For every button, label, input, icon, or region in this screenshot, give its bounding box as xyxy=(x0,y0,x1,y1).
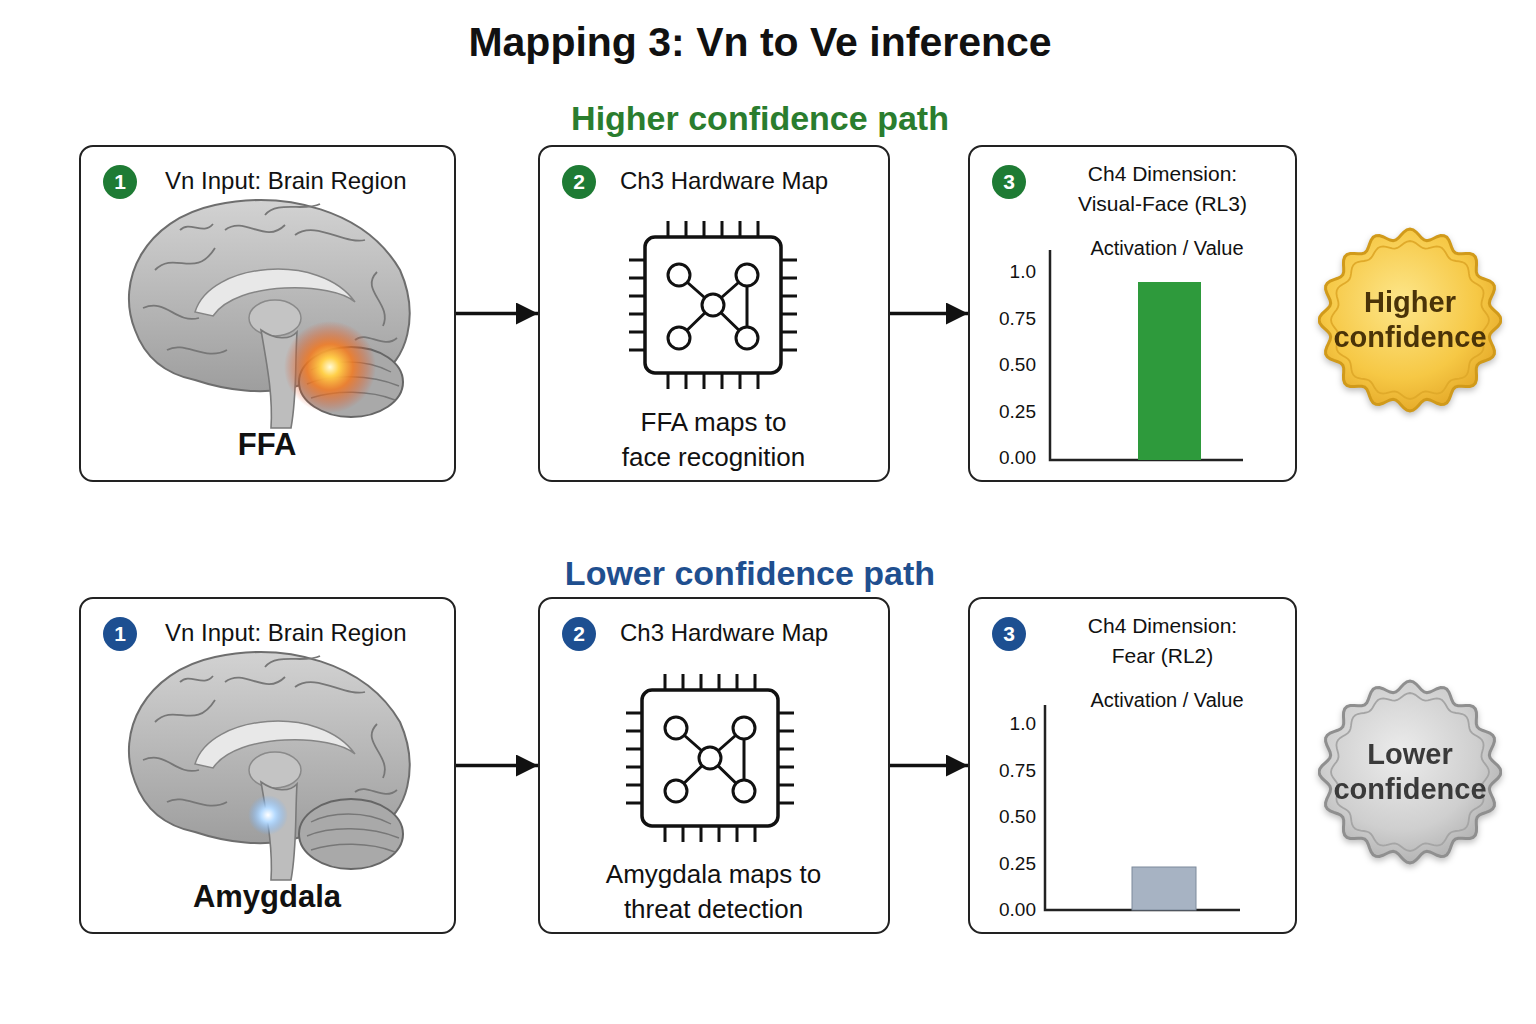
region-name: FFA xyxy=(81,426,453,463)
tick-label: 0.75 xyxy=(978,307,1036,330)
seal-outline xyxy=(1319,229,1501,411)
step-number: 3 xyxy=(992,165,1026,199)
amygdala-glow xyxy=(248,795,288,835)
box-heading: Ch3 Hardware Map xyxy=(620,166,882,195)
axis-title: Activation / Value xyxy=(1042,688,1292,712)
step-badge: 2 xyxy=(562,617,596,651)
mapping-description: FFA maps to face recognition xyxy=(614,405,814,475)
brain-illustration xyxy=(129,200,410,428)
tick-label: 0.50 xyxy=(978,353,1036,376)
step-number: 2 xyxy=(562,617,596,651)
flow-arrow xyxy=(890,764,968,768)
seal-shape xyxy=(1318,677,1502,867)
path-heading: Lower confidence path xyxy=(250,552,1250,594)
tick-label: 0.25 xyxy=(978,852,1036,875)
box-heading: Ch4 Dimension: Visual-Face (RL3) xyxy=(1065,159,1260,219)
step-badge: 3 xyxy=(992,617,1026,651)
path-heading: Higher confidence path xyxy=(260,97,1260,139)
process-box: 1 Vn Input: Brain RegionAmygdala xyxy=(79,597,456,934)
process-box: 1 Vn Input: Brain RegionFFA xyxy=(79,145,456,482)
activation-bar xyxy=(1138,282,1201,460)
chip-symbol xyxy=(629,221,797,389)
box-heading: Ch4 Dimension: Fear (RL2) xyxy=(1065,611,1260,671)
tick-label: 0.25 xyxy=(978,400,1036,423)
box-heading: Ch3 Hardware Map xyxy=(620,618,882,647)
process-box: 3 Ch4 Dimension: Visual-Face (RL3) Activat… xyxy=(968,145,1297,482)
chart-axes xyxy=(1050,250,1243,460)
activation-bar xyxy=(1132,867,1196,910)
confidence-text: Higher confidence xyxy=(1318,285,1502,355)
tick-label: 0.50 xyxy=(978,805,1036,828)
brain-illustration xyxy=(129,652,410,880)
flow-arrow xyxy=(456,312,538,316)
flow-arrow xyxy=(456,764,538,768)
step-badge: 1 xyxy=(103,617,137,651)
step-badge: 2 xyxy=(562,165,596,199)
tick-label: 1.0 xyxy=(978,712,1036,735)
tick-label: 0.00 xyxy=(978,446,1036,469)
step-badge: 3 xyxy=(992,165,1026,199)
tick-label: 1.0 xyxy=(978,260,1036,283)
seal-inner-ring xyxy=(1331,693,1489,851)
process-box: 2 Ch3 Hardware MapFFA maps to face recogn… xyxy=(538,145,890,482)
step-number: 1 xyxy=(103,617,137,651)
mapping-description: Amygdala maps to threat detection xyxy=(591,857,836,927)
region-name: Amygdala xyxy=(81,878,453,915)
confidence-seal: Lower confidence xyxy=(1318,677,1502,867)
chip-symbol xyxy=(626,674,794,842)
process-box: 3 Ch4 Dimension: Fear (RL2) Activation / V… xyxy=(968,597,1297,934)
seal-outline xyxy=(1319,681,1501,863)
step-number: 1 xyxy=(103,165,137,199)
step-number: 2 xyxy=(562,165,596,199)
seal-inner-ring xyxy=(1331,241,1489,399)
seal-shape xyxy=(1318,225,1502,415)
diagram-title: Mapping 3: Vn to Ve inference xyxy=(0,17,1520,67)
confidence-text: Lower confidence xyxy=(1318,737,1502,807)
ffa-glow xyxy=(284,321,376,413)
process-box: 2 Ch3 Hardware MapAmygdala maps to threat… xyxy=(538,597,890,934)
tick-label: 0.75 xyxy=(978,759,1036,782)
tick-label: 0.00 xyxy=(978,898,1036,921)
step-badge: 1 xyxy=(103,165,137,199)
box-heading: Vn Input: Brain Region xyxy=(165,166,450,195)
box-heading: Vn Input: Brain Region xyxy=(165,618,450,647)
chart-axes xyxy=(1045,705,1240,910)
confidence-seal: Higher confidence xyxy=(1318,225,1502,415)
axis-title: Activation / Value xyxy=(1042,236,1292,260)
flow-arrow xyxy=(890,312,968,316)
step-number: 3 xyxy=(992,617,1026,651)
